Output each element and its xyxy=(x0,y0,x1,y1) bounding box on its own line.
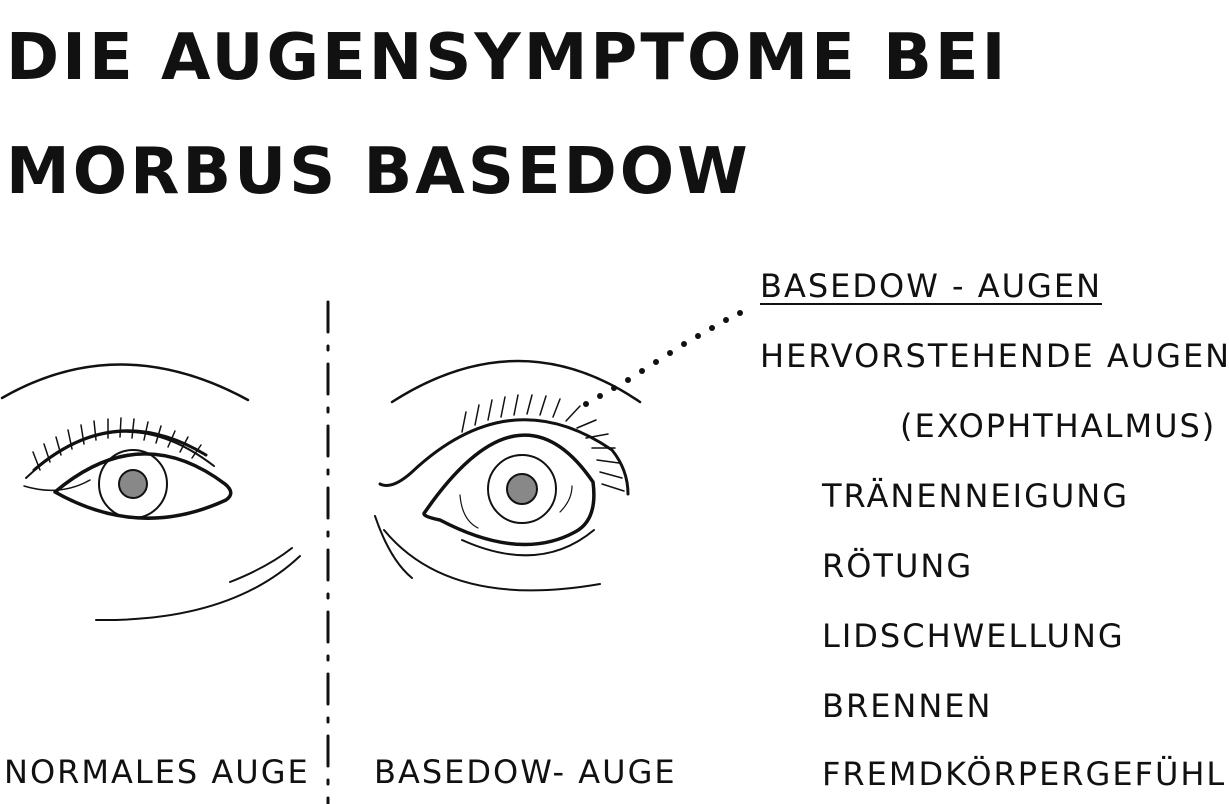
basedow-eye-drawing xyxy=(374,359,642,592)
leader-dotted-line xyxy=(583,310,743,407)
title-line-2: MORBUS BASEDOW xyxy=(6,135,751,209)
symptom-item: LIDSCHWELLUNG xyxy=(822,617,1125,655)
basedow-eye-label: BASEDOW- AUGE xyxy=(374,753,677,791)
symptom-item: RÖTUNG xyxy=(822,547,974,585)
symptom-item: BRENNEN xyxy=(822,687,993,725)
symptoms-heading: BASEDOW - AUGEN xyxy=(760,267,1102,305)
normal-eye-label: NORMALES AUGE xyxy=(4,753,310,791)
symptom-item: FREMDKÖRPERGEFÜHL xyxy=(822,755,1227,793)
symptom-item: HERVORSTEHENDE AUGEN xyxy=(760,337,1229,375)
symptom-item: TRÄNENNEIGUNG xyxy=(822,477,1130,515)
symptom-item: (EXOPHTHALMUS) xyxy=(900,407,1217,445)
normal-eye-drawing xyxy=(0,363,301,622)
title-line-1: DIE AUGENSYMPTOME BEI xyxy=(6,21,1009,95)
